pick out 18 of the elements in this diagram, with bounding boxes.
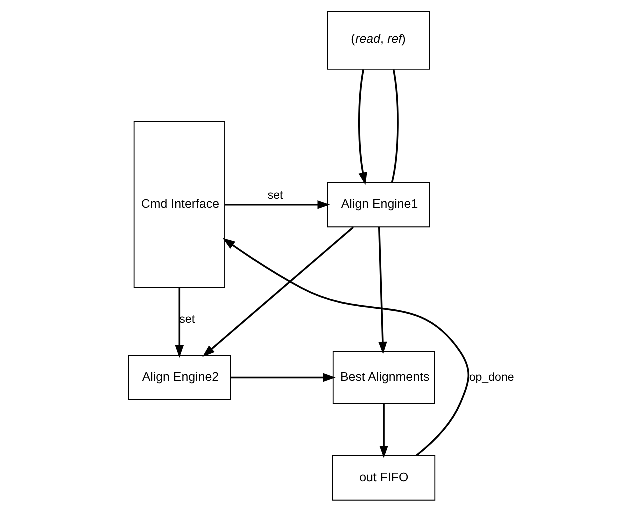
node-box: out FIFO <box>332 456 436 501</box>
edge-label: set <box>267 190 283 202</box>
node-box: Best Alignments <box>332 352 435 404</box>
node-box: Align Engine2 <box>128 355 231 400</box>
connector <box>390 70 398 183</box>
arrow <box>230 373 336 382</box>
arrow <box>358 70 367 186</box>
arrow <box>378 227 387 354</box>
arrow <box>379 404 388 458</box>
edge-label: op_done <box>468 372 514 384</box>
node-box: Align Engine1 <box>326 182 430 228</box>
arrow <box>202 226 354 358</box>
arrow <box>222 238 470 456</box>
edge-label: set <box>179 314 195 326</box>
node-box: (read, ref) <box>326 11 430 70</box>
arrow <box>174 288 184 358</box>
arrow <box>224 200 330 210</box>
node-box: Cmd Interface <box>133 121 225 288</box>
